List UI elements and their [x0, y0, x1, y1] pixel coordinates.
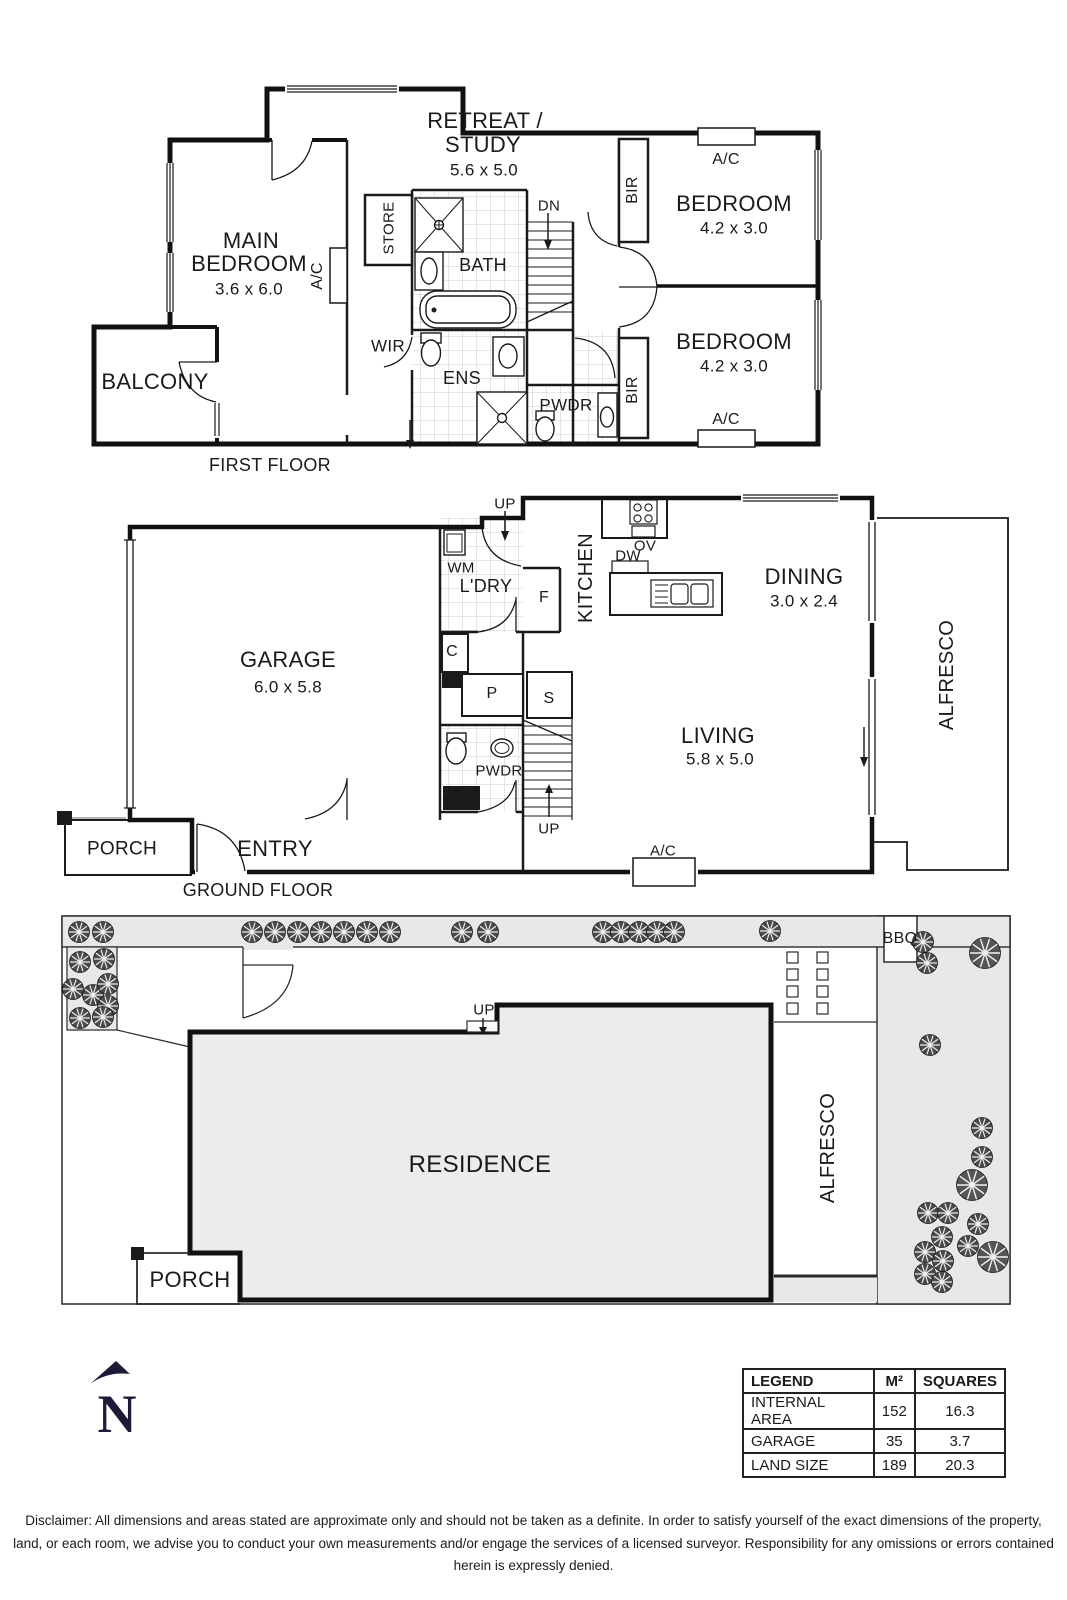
garage-m2: 35 [872, 1428, 916, 1454]
ac-gf-label: A/C [650, 842, 676, 860]
legend-table: LEGEND M² SQUARES INTERNAL AREA 152 16.3… [742, 1368, 1007, 1478]
ac-bottom-label: A/C [712, 411, 740, 428]
pwdr-gf-label: PWDR [475, 762, 523, 780]
bedroom1-label: BEDROOM [676, 191, 792, 216]
ground-floor-plan [57, 493, 1009, 890]
table-row: GARAGE 35 3.7 [742, 1428, 1007, 1454]
living-label: LIVING [681, 723, 755, 748]
land-size-m2: 189 [872, 1452, 916, 1478]
laundry-label: L'DRY [459, 576, 513, 596]
internal-area-m2: 152 [872, 1392, 916, 1430]
main-bedroom-dims: 3.6 x 6.0 [215, 279, 283, 299]
internal-area-squares: 16.3 [913, 1392, 1007, 1430]
ground-floor-caption: GROUND FLOOR [182, 880, 334, 900]
ff-stairs [406, 213, 574, 449]
bedroom2-dims: 4.2 x 3.0 [700, 356, 768, 376]
m2-header: M² [872, 1368, 916, 1394]
pwdr-ff-label: PWDR [539, 395, 593, 415]
garage-label: GARAGE [240, 647, 336, 672]
first-floor-plan [91, 84, 823, 449]
store-gf-label: S [543, 690, 555, 707]
cupboard-label: C [446, 643, 458, 660]
ff-windows [165, 84, 823, 438]
living-dims: 5.8 x 5.0 [686, 749, 754, 769]
first-floor-caption: FIRST FLOOR [209, 455, 331, 475]
porch-site-label: PORCH [149, 1267, 231, 1292]
garage-dims: 6.0 x 5.8 [254, 677, 322, 697]
ac-top-label: A/C [712, 151, 740, 168]
north-arrow-icon [90, 1361, 130, 1384]
legend-header-row: LEGEND M² SQUARES [742, 1368, 1007, 1394]
retreat-study-label: RETREAT / [427, 108, 543, 133]
land-size-label: LAND SIZE [742, 1452, 875, 1478]
bbq-label: BBQ [882, 930, 918, 947]
ens-label: ENS [443, 368, 481, 388]
squares-header: SQUARES [913, 1368, 1007, 1394]
store-label: STORE [380, 201, 398, 255]
retreat-study-label2: STUDY [444, 132, 522, 157]
kitchen-label: KITCHEN [575, 533, 597, 623]
ff-doors [178, 140, 658, 403]
legend-header: LEGEND [742, 1368, 875, 1394]
table-row: LAND SIZE 189 20.3 [742, 1452, 1007, 1478]
retreat-study-dims: 5.6 x 5.0 [450, 160, 518, 180]
porch-gf-label: PORCH [86, 838, 158, 860]
residence-label: RESIDENCE [408, 1151, 552, 1178]
bath-label: BATH [459, 255, 507, 275]
bedroom1-dims: 4.2 x 3.0 [700, 218, 768, 238]
pantry-label: P [486, 685, 498, 702]
alfresco-site-label: ALFRESCO [817, 1092, 839, 1204]
fridge-label: F [538, 589, 550, 606]
garage-row-label: GARAGE [742, 1428, 875, 1454]
dining-label: DINING [764, 564, 844, 589]
north-letter: N [97, 1384, 137, 1444]
dn-label: DN [537, 197, 561, 215]
entry-label: ENTRY [237, 836, 313, 861]
internal-area-label: INTERNAL AREA [742, 1392, 875, 1430]
main-bedroom-label2: BEDROOM [191, 251, 307, 276]
up-top-label: UP [494, 495, 516, 513]
balcony-label: BALCONY [101, 369, 209, 394]
site-plan [61, 915, 1011, 1305]
ac-side-label: A/C [309, 262, 326, 290]
ov-label: OV [633, 537, 657, 555]
wir-label: WIR [371, 336, 405, 356]
land-size-squares: 20.3 [913, 1452, 1007, 1478]
disclaimer-text: Disclaimer: All dimensions and areas sta… [13, 1513, 1054, 1574]
gf-doors [477, 527, 522, 813]
up-bottom-label: UP [538, 820, 560, 838]
dining-dims: 3.0 x 2.4 [770, 591, 838, 611]
dw-label: DW [615, 547, 641, 565]
wm-label: WM [447, 559, 475, 577]
main-bedroom-label: MAIN [222, 228, 280, 253]
gf-kitchen [601, 498, 723, 616]
ff-fixtures [414, 197, 618, 445]
bir-top-label: BIR [624, 176, 641, 204]
bedroom2-label: BEDROOM [676, 329, 792, 354]
table-row: INTERNAL AREA 152 16.3 [742, 1392, 1007, 1430]
gf-fixtures [443, 529, 514, 765]
up-site-label: UP [473, 1001, 495, 1019]
garage-squares: 3.7 [913, 1428, 1007, 1454]
bir-bottom-label: BIR [624, 376, 641, 404]
paver-squares [786, 951, 829, 1015]
alfresco-gf-label: ALFRESCO [936, 619, 958, 731]
